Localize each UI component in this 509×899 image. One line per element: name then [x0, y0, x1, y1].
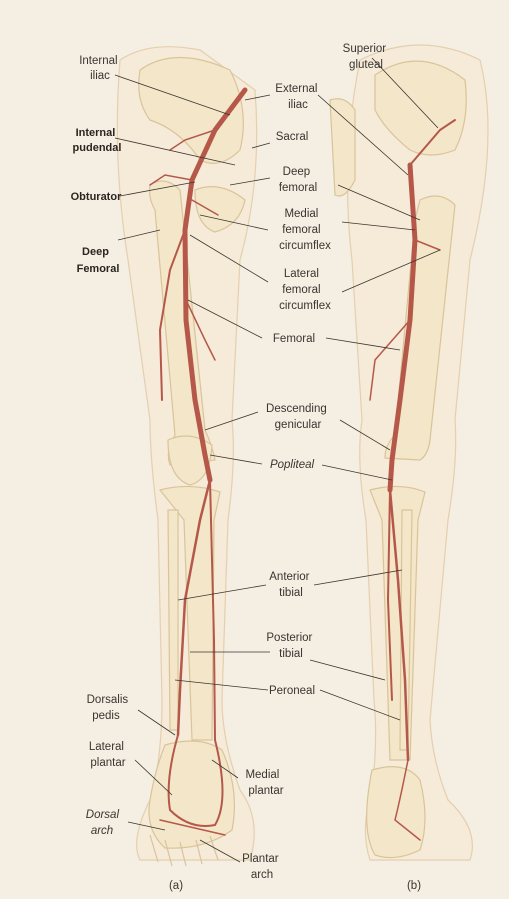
panel-label-a: (a) [169, 880, 183, 892]
label-femoral: Femoral [273, 333, 315, 345]
panel-label-b: (b) [407, 880, 421, 892]
foot-right [367, 767, 425, 858]
label-obturator: Obturator [71, 191, 122, 203]
sacrum [330, 99, 355, 196]
label-sacral: Sacral [276, 131, 309, 143]
label-popliteal: Popliteal [270, 459, 315, 471]
label-peroneal: Peroneal [269, 685, 315, 697]
